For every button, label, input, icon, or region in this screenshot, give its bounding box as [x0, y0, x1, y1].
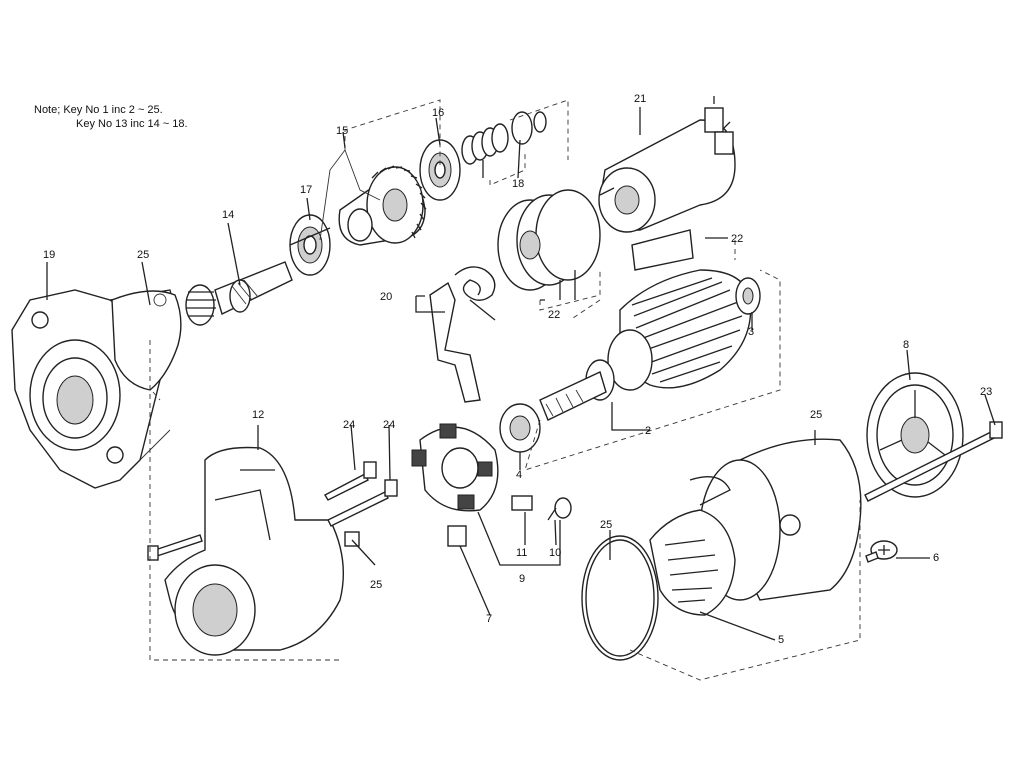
shim-22-right — [631, 229, 694, 271]
label-22-bottom: 22 — [548, 309, 561, 321]
label-25-bottom: 25 — [370, 579, 383, 591]
label-25-top: 25 — [137, 249, 150, 261]
rear-end-plate — [866, 372, 964, 498]
label-8: 8 — [903, 339, 910, 351]
label-25-ring: 25 — [600, 519, 613, 531]
bearing-4 — [499, 403, 541, 453]
label-25-yoke: 25 — [810, 409, 823, 421]
bearing-16 — [419, 139, 461, 201]
label-10: 10 — [549, 547, 562, 559]
label-18: 18 — [512, 178, 525, 190]
shift-lever-assembly — [429, 266, 496, 403]
spring-set — [461, 111, 547, 165]
label-12: 12 — [252, 409, 265, 421]
brush-7 — [447, 525, 467, 547]
label-19: 19 — [43, 249, 56, 261]
solenoid-switch — [598, 96, 736, 233]
label-21: 21 — [634, 93, 647, 105]
o-ring — [581, 535, 659, 661]
note-line-1: Note; Key No 1 inc 2 ~ 25. — [34, 104, 163, 116]
washer-3 — [735, 277, 761, 315]
label-15: 15 — [336, 125, 349, 137]
through-bolt-24b — [327, 479, 398, 527]
label-22-right: 22 — [731, 233, 744, 245]
brush-holder — [411, 423, 499, 512]
label-5: 5 — [778, 634, 785, 646]
nut-25 — [344, 531, 360, 547]
label-24-right: 24 — [383, 419, 396, 431]
pinion-gear — [185, 284, 216, 326]
through-bolt-left — [147, 534, 203, 561]
label-6: 6 — [933, 552, 940, 564]
rear-cover — [164, 446, 344, 656]
brush-spring-10 — [547, 497, 572, 521]
shim-plates — [497, 189, 601, 291]
label-14: 14 — [222, 209, 235, 221]
label-4: 4 — [516, 469, 523, 481]
armature — [539, 269, 752, 421]
label-16: 16 — [432, 107, 445, 119]
label-7: 7 — [486, 613, 493, 625]
label-24-left: 24 — [343, 419, 356, 431]
note-line-2: Key No 13 inc 14 ~ 18. — [76, 118, 188, 130]
gasket-top-left — [111, 290, 182, 391]
brush-11 — [511, 495, 533, 511]
screw-6 — [865, 540, 898, 563]
label-2: 2 — [645, 425, 652, 437]
label-3: 3 — [748, 326, 755, 338]
field-coil — [649, 476, 736, 616]
overrunning-clutch — [338, 165, 427, 246]
through-bolt-24a — [324, 461, 377, 501]
label-17: 17 — [300, 184, 313, 196]
label-23: 23 — [980, 386, 993, 398]
label-11: 11 — [516, 547, 528, 559]
long-through-bolt — [864, 421, 1003, 502]
pinion-shaft — [214, 261, 293, 315]
label-20: 20 — [380, 291, 393, 303]
bearing-17 — [289, 214, 331, 276]
label-9: 9 — [519, 573, 526, 585]
